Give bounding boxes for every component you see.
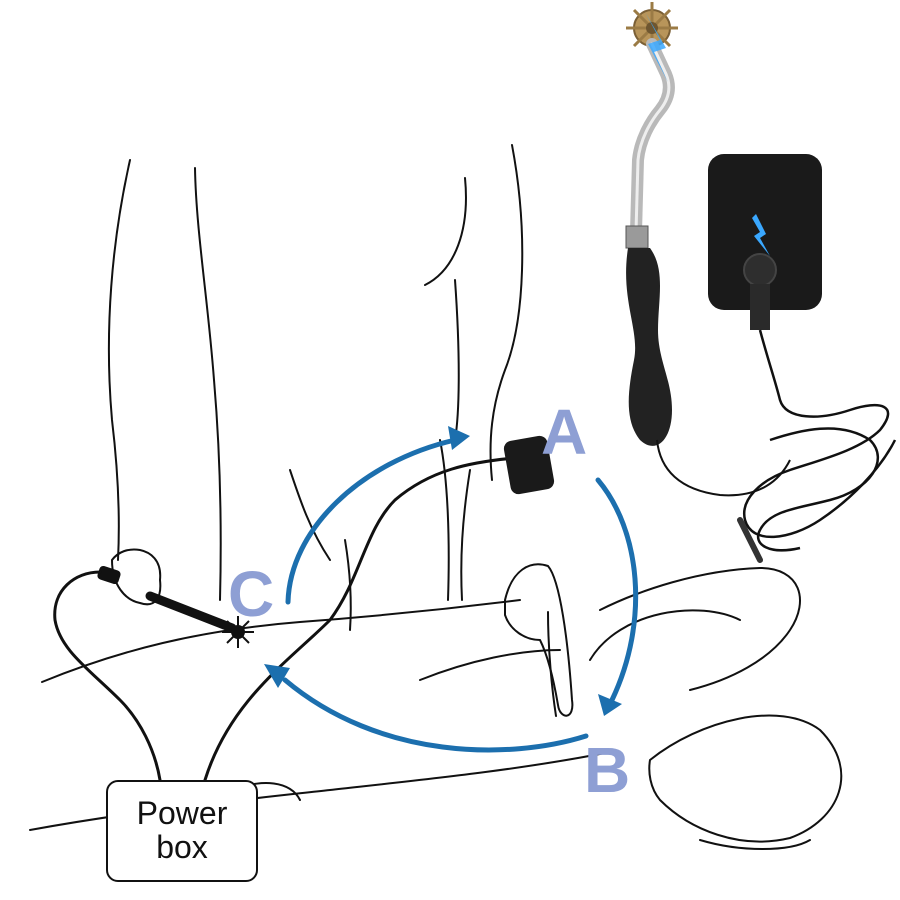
product-pinwheel	[625, 2, 791, 497]
arrow-c-to-a	[285, 437, 458, 605]
label-a: A	[541, 396, 588, 468]
arrowhead-a	[448, 426, 470, 450]
standing-person-legs	[107, 144, 524, 631]
lightning-icon	[752, 214, 770, 256]
hand-wheel-tool	[97, 565, 254, 648]
arm-pad	[503, 435, 555, 495]
wheel-cable	[53, 570, 162, 782]
power-box: Power box	[106, 780, 258, 882]
label-b: B	[584, 734, 631, 806]
current-flow-arrows	[264, 426, 639, 753]
label-c: C	[228, 558, 275, 630]
spike-burst-icon	[222, 616, 254, 648]
lightning-icon	[645, 12, 668, 82]
cables	[53, 456, 517, 782]
power-box-line1: Power	[136, 795, 228, 832]
pad-cable	[203, 456, 517, 782]
arrow-a-to-b	[595, 477, 639, 703]
arrowhead-c	[264, 664, 290, 688]
cable-icon	[737, 329, 897, 563]
product-electrode-pad	[708, 154, 822, 330]
arrow-b-to-c	[282, 677, 589, 753]
power-box-line2: box	[156, 829, 208, 865]
electrode-pad-icon	[708, 154, 822, 330]
arrowhead-b	[598, 694, 622, 716]
standing-person-arms	[111, 548, 574, 717]
